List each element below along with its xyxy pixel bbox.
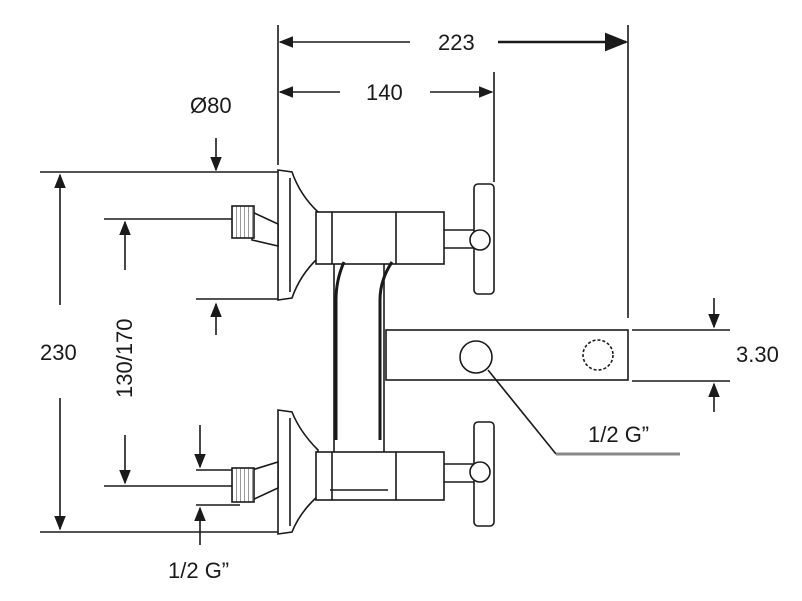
label-inlet-spacing: 130/170 [112,318,137,398]
lower-handle [444,421,495,527]
dimension-223 [277,25,629,318]
label-inlet-thread: 1/2 G” [168,558,230,583]
dimension-130-170 [104,218,240,487]
lower-wall-flange [277,409,319,535]
outlet-spout [385,329,629,381]
upper-inlet-connector [231,205,279,248]
dimension-diameter-80 [196,138,278,335]
label-overall-height: 230 [40,340,77,365]
upper-wall-flange [277,169,319,301]
outlet-thread-leader [487,369,680,456]
label-flange-diameter: Ø80 [190,93,232,118]
label-overall-width: 223 [438,30,475,55]
label-outlet-thread: 1/2 G” [588,422,650,447]
lower-inlet-connector [231,460,279,503]
label-outlet-offset: 3.30 [736,342,779,367]
dimension-3-30 [632,298,730,412]
dimension-140 [278,72,495,182]
label-inlet-to-handle: 140 [366,80,403,105]
mixer-body [315,211,445,501]
upper-handle [444,183,495,295]
dimension-230 [40,171,278,533]
